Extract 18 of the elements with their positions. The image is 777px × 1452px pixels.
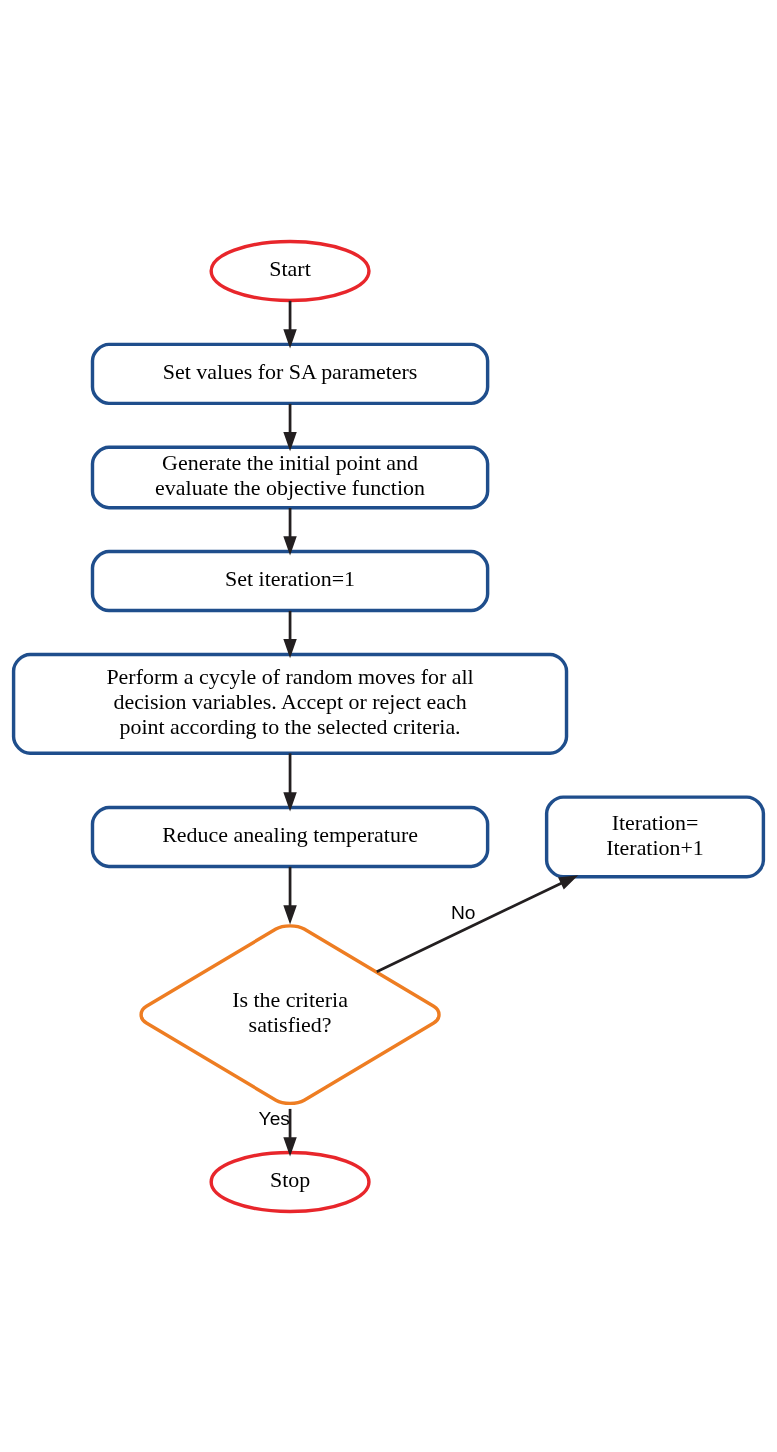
- arrow: [283, 403, 297, 451]
- node-box: Perform a cycyle of random moves for all decision variables. Accept or reject each point according to the selected criteria.: [11, 652, 569, 755]
- arrow: [283, 1108, 297, 1156]
- node-box: Generate the initial point and evaluate the objective function: [90, 445, 490, 509]
- edge-label: No: [451, 901, 476, 923]
- node-ellipse: Stop: [209, 1150, 371, 1213]
- node-box: Set iteration=1: [90, 549, 490, 612]
- node-box: Iteration= Iteration+1: [544, 794, 766, 878]
- node-box: Set values for SA parameters: [90, 342, 490, 405]
- node-ellipse: Start: [209, 239, 371, 302]
- arrow: [376, 874, 579, 973]
- arrow: [283, 507, 297, 555]
- arrow: [283, 300, 297, 348]
- arrow: [283, 866, 297, 925]
- arrow: [283, 610, 297, 658]
- node-box: Reduce anealing temperature: [90, 805, 490, 868]
- edge-label: Yes: [258, 1107, 290, 1129]
- arrow: [283, 752, 297, 811]
